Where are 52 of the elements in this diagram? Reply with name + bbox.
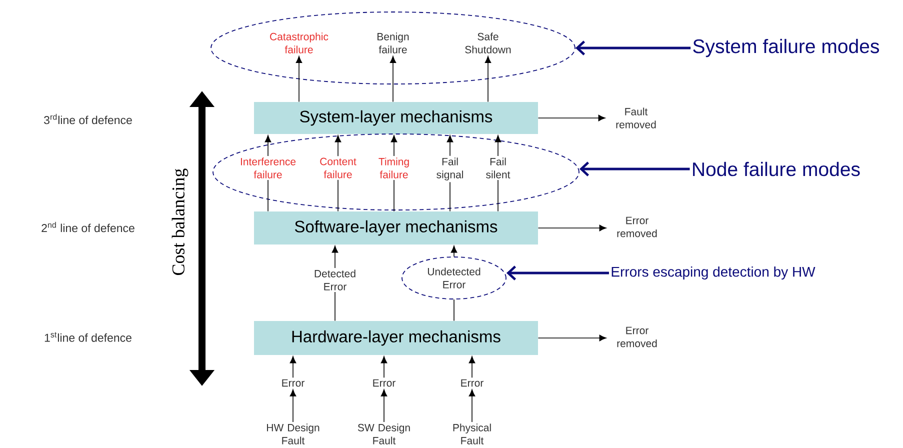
failure-mode-text: Timing failure [378,158,409,178]
node-text: Benign failure [378,32,409,54]
node-text: Safe Shutdown [465,32,511,54]
axis-label: Cost balancing [172,168,188,275]
node-text: Physical Fault [453,424,491,444]
arrow [296,56,302,102]
arrow [575,40,691,56]
arrow [290,389,296,422]
node-text: HW Design Fault [267,424,320,444]
node-text: Error removed [617,326,657,348]
node-text: Fail silent [486,158,510,178]
arrow [332,246,338,268]
arrow [390,135,398,156]
arrow [264,135,272,156]
dashed-ellipse [212,134,580,210]
arrow [334,135,342,156]
callout-text: Errors escaping detection by HW [612,266,816,280]
defence-level-label: 1$^{st}$line of defence [44,332,132,342]
arrow [538,334,606,342]
defence-level-label: 2$^{nd}$ line of defence [42,222,134,232]
arrow [380,389,388,422]
arrow [484,56,492,102]
failure-mode-text: Catastrophic failure [270,32,328,54]
arrow [579,162,690,176]
node-text: Fail signal [436,158,464,180]
arrow [446,135,454,156]
arrow [290,356,296,378]
defence-level-label: 3$^{rd}$line of defence [44,114,132,124]
arrow [538,114,606,122]
failure-mode-text: Content failure [320,158,356,178]
arrow [494,135,502,156]
arrow [538,224,606,232]
arrow [390,56,396,102]
mechanism-box: Software-layer mechanisms [254,212,538,244]
failure-mode-text: Interference failure [240,158,296,178]
node-text: Detected Error [314,270,356,290]
node-text: SW Design Fault [358,424,410,444]
arrow [450,246,458,257]
node-text: Error [461,379,484,387]
mechanism-box: System-layer mechanisms [254,102,538,134]
node-text: Fault removed [616,108,656,128]
node-text: Error removed [617,216,657,238]
arrow [506,266,609,280]
arrow [380,356,388,378]
arrow [468,389,476,422]
dashed-ellipse [210,12,576,84]
callout-text: System failure modes [693,38,879,58]
node-text: Error [282,379,304,387]
arrow [468,356,476,378]
callout-text: Node failure modes [693,162,860,176]
mechanism-box: Hardware-layer mechanisms [254,321,538,355]
node-text: Error [373,379,396,387]
